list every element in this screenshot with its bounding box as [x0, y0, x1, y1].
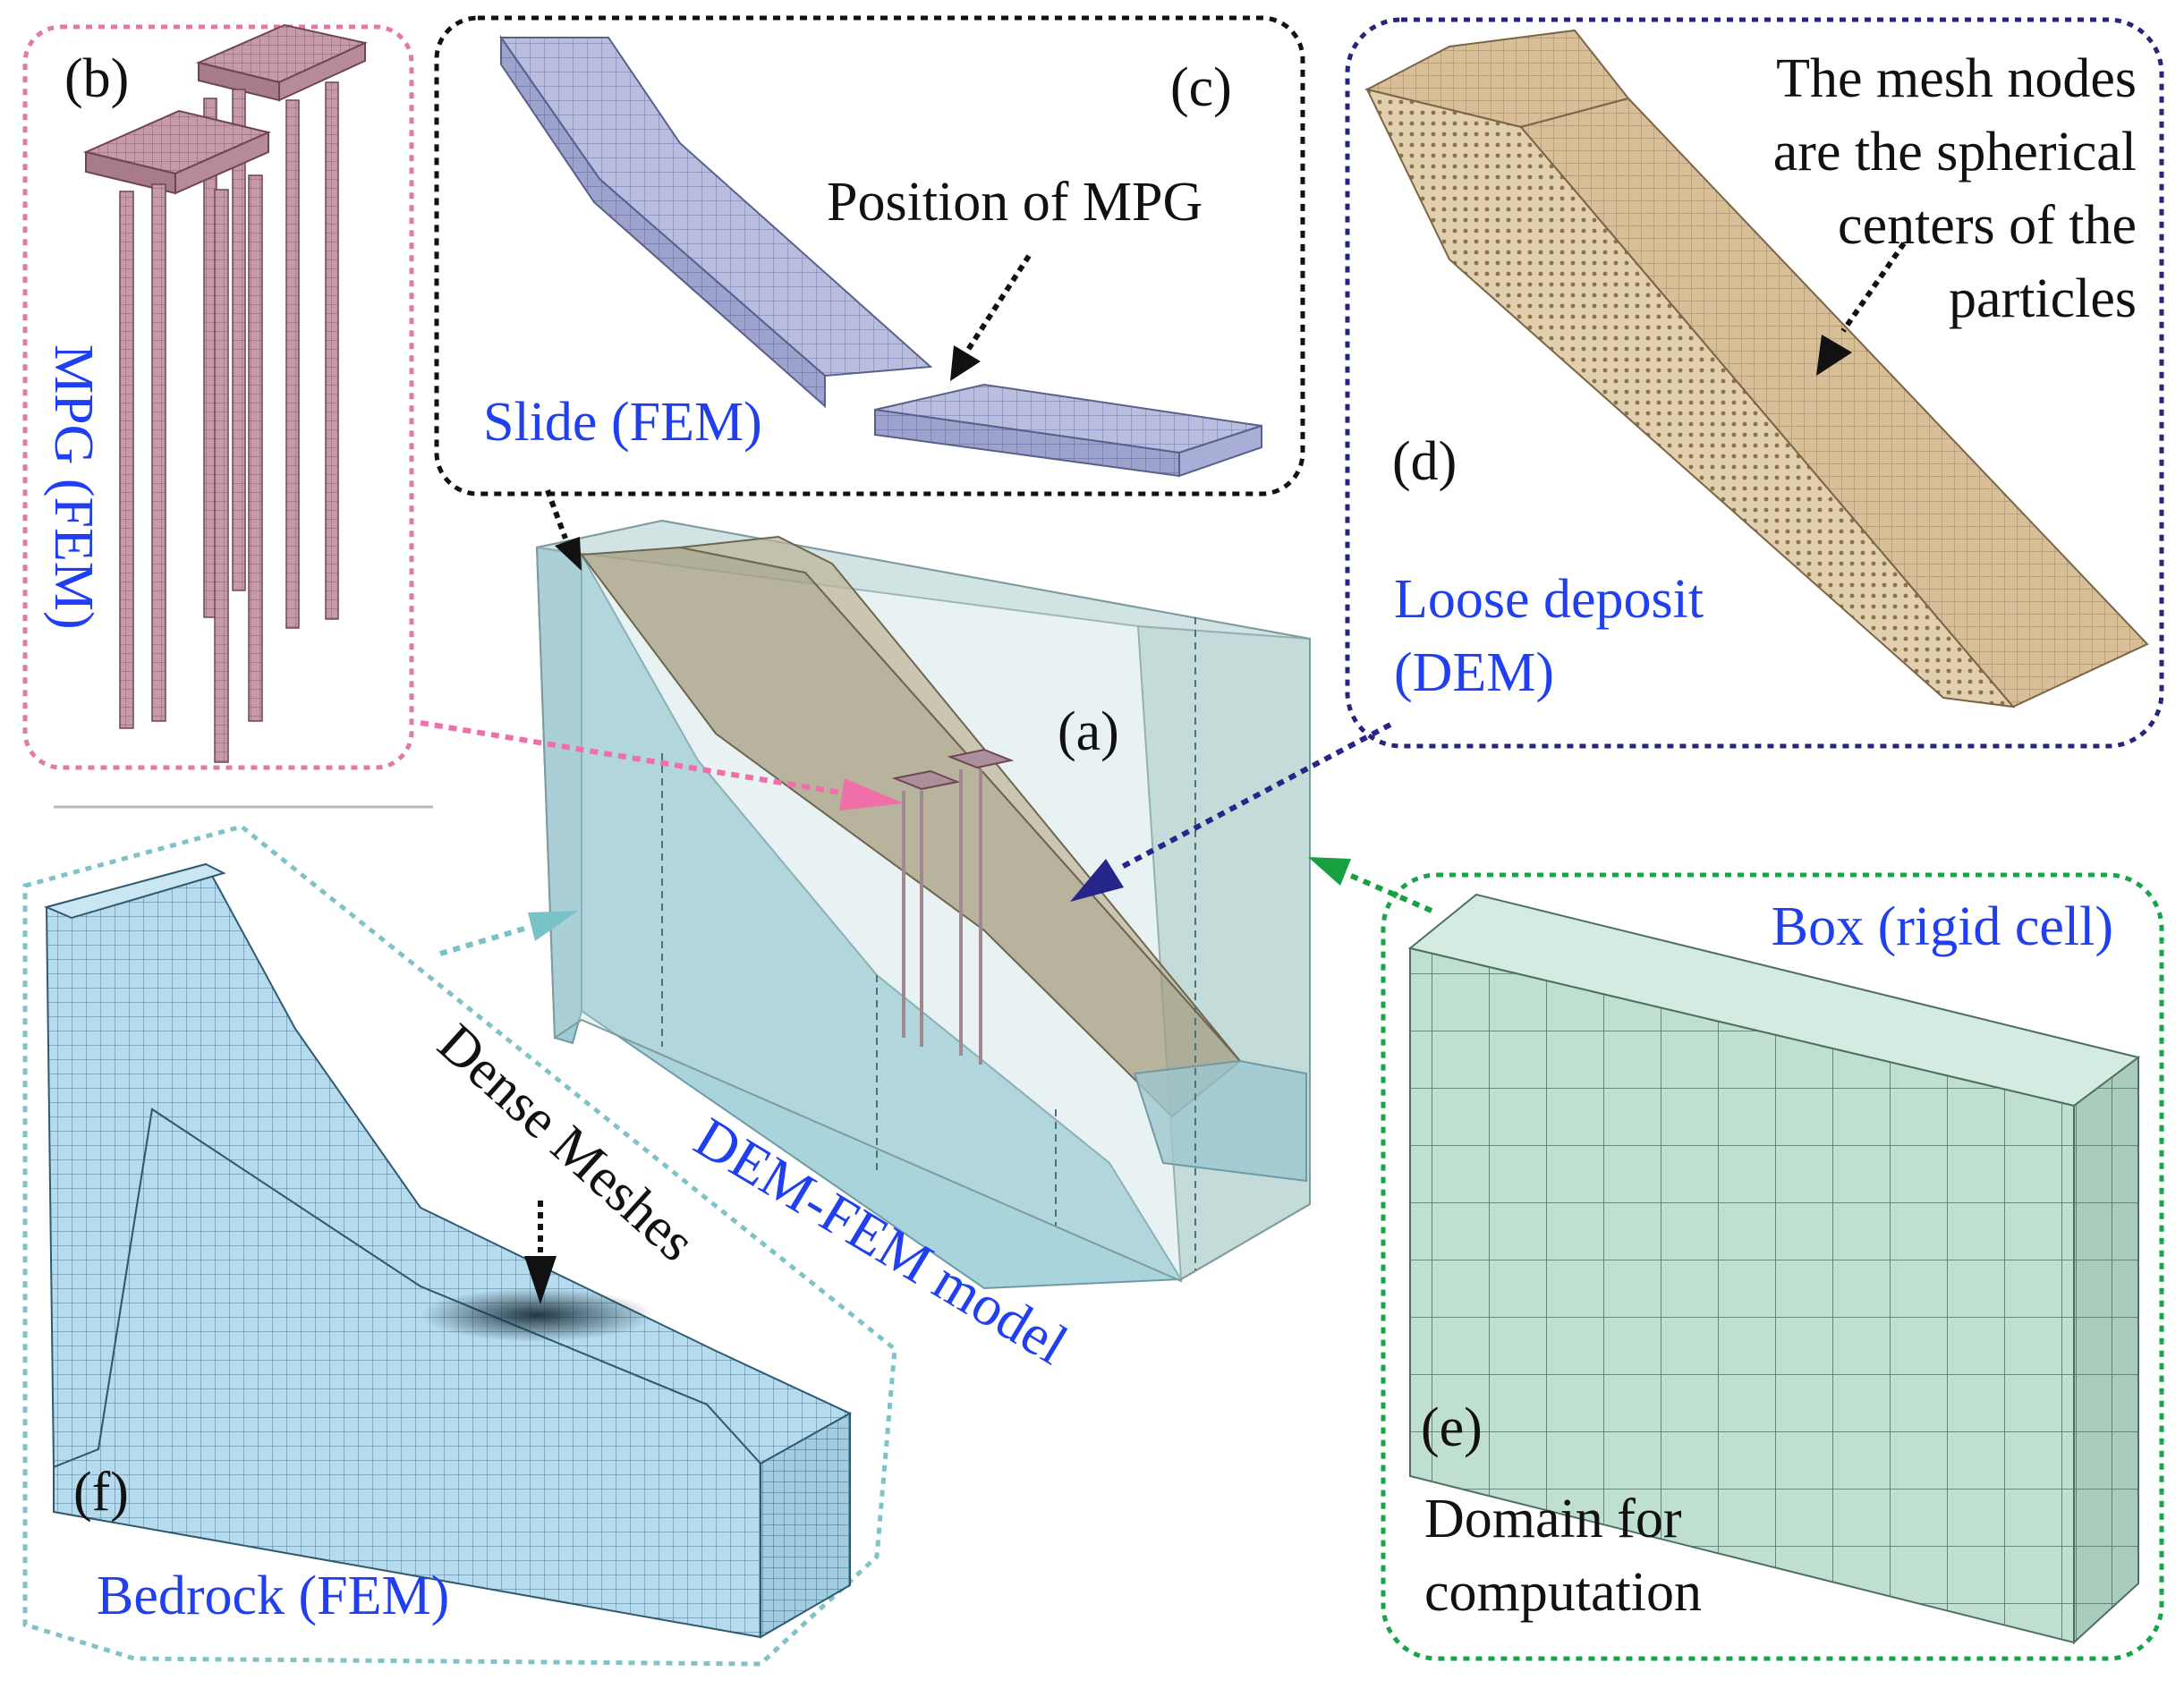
panel-c-border: [434, 15, 1305, 497]
panel-d-deposit: The mesh nodes are the spherical centers…: [1345, 17, 2164, 749]
panel-e-caption: Box (rigid cell): [1772, 896, 2113, 957]
panel-d-caption-line1: Loose deposit: [1394, 569, 1704, 630]
panel-e-note-line1: Domain for: [1424, 1489, 1682, 1549]
arrow-from-d: [1070, 722, 1392, 902]
panel-d-note-line3: centers of the: [1838, 195, 2137, 256]
panel-d-note-line1: The mesh nodes: [1776, 48, 2137, 109]
dense-arrow: [524, 1201, 557, 1304]
panel-b-border: [22, 24, 414, 770]
panel-d-note-line4: particles: [1949, 268, 2137, 329]
panel-e-note-line2: computation: [1424, 1562, 1702, 1623]
panel-f-letter: (f): [73, 1462, 129, 1523]
box-illustration: [1407, 893, 2141, 1645]
panel-d-note-line2: are the spherical: [1773, 122, 2137, 182]
panel-c-slide: (c) Position of MPG Slide (FEM): [434, 15, 1305, 497]
panel-c-note: Position of MPG: [827, 172, 1202, 233]
arrow-from-e: [1308, 857, 1433, 913]
deposit-illustration: [1364, 29, 2149, 709]
panel-c-caption: Slide (FEM): [483, 392, 762, 453]
bedrock-illustration: [43, 862, 853, 1639]
panel-d-border: [1345, 17, 2164, 749]
panel-b-letter: (b): [64, 48, 129, 109]
panel-f-caption: Bedrock (FEM): [97, 1566, 449, 1626]
mpg-illustration: [82, 23, 369, 763]
panel-e-border: [1381, 872, 2164, 1661]
panel-d-caption-line2: (DEM): [1394, 642, 1554, 703]
panel-d-letter: (d): [1392, 431, 1457, 492]
position-arrow: [950, 254, 1032, 381]
model-illustration: [535, 519, 1311, 1290]
panel-b-mpg: (b) MPG (FEM): [22, 23, 414, 770]
panel-e-letter: (e): [1421, 1397, 1483, 1458]
arrow-from-c: [545, 488, 582, 571]
slide-illustration: [499, 34, 1262, 478]
panel-b-caption: MPG (FEM): [43, 344, 104, 630]
dense-mesh-region: [421, 1288, 653, 1342]
panel-e-box: Box (rigid cell) (e) Domain for computat…: [1381, 872, 2164, 1661]
panel-f-border: [22, 824, 897, 1667]
panel-c-letter: (c): [1170, 57, 1232, 118]
arrow-from-f: [439, 911, 578, 956]
arrow-from-b: [420, 720, 904, 811]
particle-arrow: [1816, 242, 1907, 376]
panel-a-letter: (a): [1058, 701, 1119, 762]
